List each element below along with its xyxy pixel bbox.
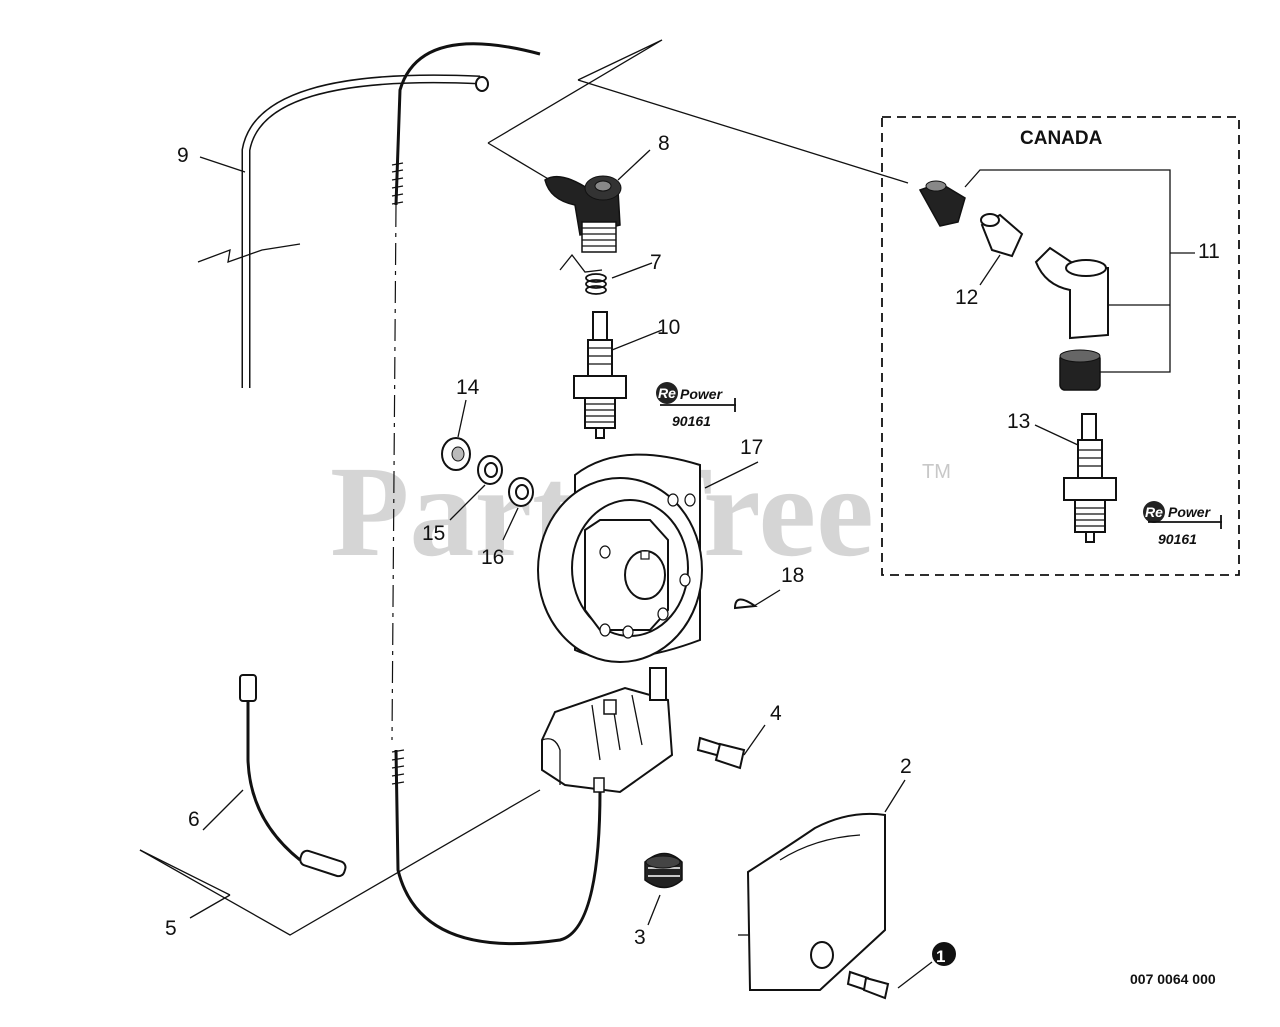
svg-text:Power: Power: [1168, 504, 1212, 520]
callout-13: 13: [1007, 410, 1030, 433]
callout-2: 2: [900, 755, 912, 778]
callout-12: 12: [955, 286, 978, 309]
callout-1: 1: [936, 947, 945, 966]
woodruff-key[interactable]: [733, 598, 758, 610]
callout-11: 11: [1198, 240, 1220, 263]
canada-spark-plug[interactable]: [1063, 413, 1117, 543]
cover-screw[interactable]: [846, 942, 956, 1000]
canada-sleeve[interactable]: [1059, 349, 1101, 391]
spark-plug[interactable]: [573, 311, 627, 439]
leader-lines: [139, 149, 1195, 989]
fuel-line[interactable]: [197, 74, 489, 388]
flat-washer[interactable]: [508, 477, 534, 507]
ignition-module[interactable]: [541, 667, 674, 794]
flywheel[interactable]: [537, 453, 703, 663]
svg-text:Re: Re: [658, 385, 676, 401]
callout-6: 6: [188, 808, 200, 831]
leader-group-top: [487, 39, 663, 144]
callout-15: 15: [422, 522, 445, 545]
svg-text:Re: Re: [1145, 504, 1163, 520]
spark-plug-boot[interactable]: [544, 175, 622, 253]
callout-8: 8: [658, 132, 670, 155]
callout-14: 14: [456, 376, 480, 399]
callout-7: 7: [650, 251, 662, 274]
callout-3: 3: [634, 926, 646, 949]
repower-part-number: 90161: [672, 413, 711, 429]
repower-logo-main: Re Power 90161: [656, 382, 736, 429]
callout-5: 5: [165, 917, 177, 940]
spring-clip[interactable]: [559, 253, 607, 295]
mounting-screw[interactable]: [696, 736, 746, 770]
grommet[interactable]: [644, 852, 683, 889]
trademark: TM: [922, 461, 951, 483]
callout-9: 9: [177, 144, 189, 167]
canada-region-box: [881, 116, 1240, 576]
callout-18: 18: [781, 564, 804, 587]
callout-4: 4: [770, 702, 782, 725]
callout-10: 10: [657, 316, 680, 339]
nut[interactable]: [441, 437, 471, 471]
module-cover[interactable]: [738, 812, 886, 991]
svg-text:Power: Power: [680, 386, 724, 402]
callout-16: 16: [481, 546, 504, 569]
canada-boot[interactable]: [1034, 246, 1109, 340]
callout-17: 17: [740, 436, 763, 459]
canada-region-label: CANADA: [1020, 128, 1103, 149]
repower-logo-canada: Re Power 90161: [1143, 501, 1222, 547]
canada-connector[interactable]: [980, 213, 1024, 258]
ignition-cable: [391, 42, 602, 946]
lock-washer[interactable]: [477, 455, 503, 485]
canada-terminal-cap[interactable]: [918, 180, 966, 227]
ground-wire[interactable]: [239, 674, 347, 878]
diagram-reference-number: 007 0064 000: [1130, 971, 1216, 987]
repower-part-number-canada: 90161: [1158, 531, 1197, 547]
